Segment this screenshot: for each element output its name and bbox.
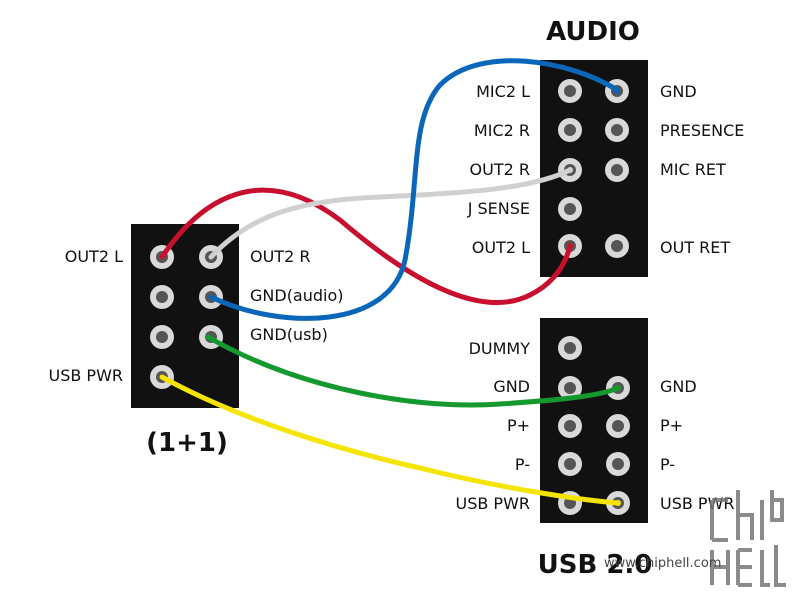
- audio-header-title: AUDIO: [546, 17, 640, 47]
- audio-pin-hole: [611, 240, 623, 252]
- audio-pin-label: OUT RET: [660, 238, 730, 257]
- usb-pin-label: P+: [660, 416, 683, 435]
- combo-pin-label: GND(audio): [250, 286, 344, 305]
- usb-pin-hole: [564, 420, 576, 432]
- audio-right-labels: GND PRESENCE MIC RET OUT RET: [660, 82, 744, 257]
- wire-group: [159, 58, 621, 506]
- audio-pin-hole: [611, 164, 623, 176]
- usb-pin-label: USB PWR: [660, 494, 735, 513]
- wire-ends: [567, 88, 621, 506]
- usb-left-labels: DUMMY GND P+ P- USB PWR: [455, 339, 530, 513]
- red-wire-end: [567, 243, 573, 249]
- usb-pin-hole: [612, 458, 624, 470]
- audio-pin-hole: [564, 85, 576, 97]
- combo-left-labels: OUT2 L USB PWR: [48, 247, 123, 385]
- audio-pin-label: MIC2 R: [474, 121, 530, 140]
- audio-pin-label: MIC RET: [660, 160, 726, 179]
- audio-left-labels: MIC2 L MIC2 R OUT2 R J SENSE OUT2 L: [467, 82, 530, 257]
- usb-pin-label: GND: [660, 377, 697, 396]
- usb-pin-hole: [564, 342, 576, 354]
- usb-pin-hole: [564, 382, 576, 394]
- usb-pin-hole: [612, 420, 624, 432]
- yellow-wire-end: [615, 500, 621, 506]
- combo-pin-label: USB PWR: [48, 366, 123, 385]
- green-wire: [205, 334, 621, 408]
- combo-pin-label: GND(usb): [250, 325, 328, 344]
- combo-pin-hole: [156, 331, 168, 343]
- combo-right-labels: OUT2 R GND(audio) GND(usb): [250, 247, 344, 344]
- audio-pin-label: J SENSE: [467, 199, 530, 218]
- yellow-wire: [159, 374, 621, 506]
- blue-wire: [208, 58, 620, 321]
- audio-pin-hole: [564, 124, 576, 136]
- usb-pin-hole: [564, 458, 576, 470]
- blue-wire-end: [614, 88, 620, 94]
- combo-pin-hole: [156, 291, 168, 303]
- audio-pin-hole: [564, 203, 576, 215]
- usb-pin-label: P-: [515, 455, 530, 474]
- usb-header-title: USB 2.0: [538, 550, 653, 580]
- audio-pin-label: OUT2 R: [470, 160, 530, 179]
- combo-header-title: (1+1): [146, 428, 228, 458]
- usb-right-labels: GND P+ P- USB PWR: [660, 377, 735, 513]
- combo-header-block: [131, 224, 239, 408]
- white-wire: [208, 167, 573, 260]
- audio-pin-label: MIC2 L: [476, 82, 530, 101]
- white-wire-end: [567, 167, 573, 173]
- audio-header-block: [540, 60, 648, 277]
- audio-pin-label: PRESENCE: [660, 121, 744, 140]
- audio-pin-hole: [611, 124, 623, 136]
- red-wire: [159, 187, 573, 306]
- watermark-logo-icon: [710, 490, 786, 587]
- usb-header-block: [540, 318, 648, 523]
- audio-pin-label: GND: [660, 82, 697, 101]
- usb-pin-label: P+: [507, 416, 530, 435]
- usb-pin-label: P-: [660, 455, 675, 474]
- combo-pin-label: OUT2 R: [250, 247, 310, 266]
- usb-pin-label: GND: [493, 377, 530, 396]
- usb-pin-label: DUMMY: [469, 339, 531, 358]
- audio-pin-label: OUT2 L: [472, 238, 530, 257]
- pin-group: [150, 79, 630, 515]
- usb-pin-label: USB PWR: [455, 494, 530, 513]
- combo-pin-label: OUT2 L: [65, 247, 123, 266]
- watermark-url: www.chiphell.com: [604, 556, 722, 571]
- green-wire-end: [615, 385, 621, 391]
